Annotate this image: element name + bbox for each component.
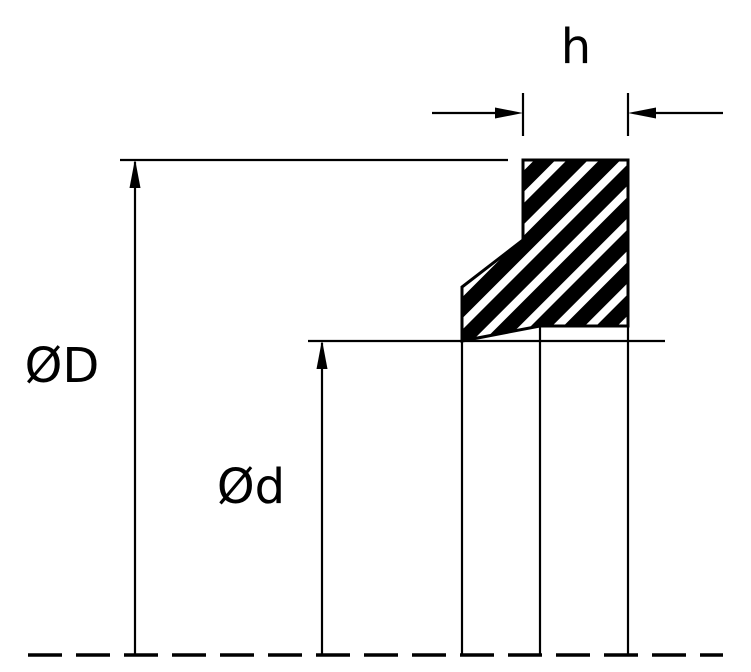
dimension-inner-diameter: Ød (217, 339, 665, 655)
id-label: Ød (217, 459, 285, 515)
od-label: ØD (25, 338, 100, 394)
dimension-outer-diameter: ØD (25, 158, 508, 655)
h-arrow-left-pointing (628, 107, 656, 119)
seal-profile-shape (460, 158, 630, 343)
seal-cross-section (460, 158, 630, 343)
id-arrow-up-pointing (316, 340, 328, 369)
construction-lines (460, 326, 630, 655)
od-arrow-up-pointing (129, 159, 141, 188)
h-arrow-right-pointing (495, 107, 523, 119)
dimension-h: h (432, 19, 723, 136)
h-label: h (561, 19, 591, 75)
